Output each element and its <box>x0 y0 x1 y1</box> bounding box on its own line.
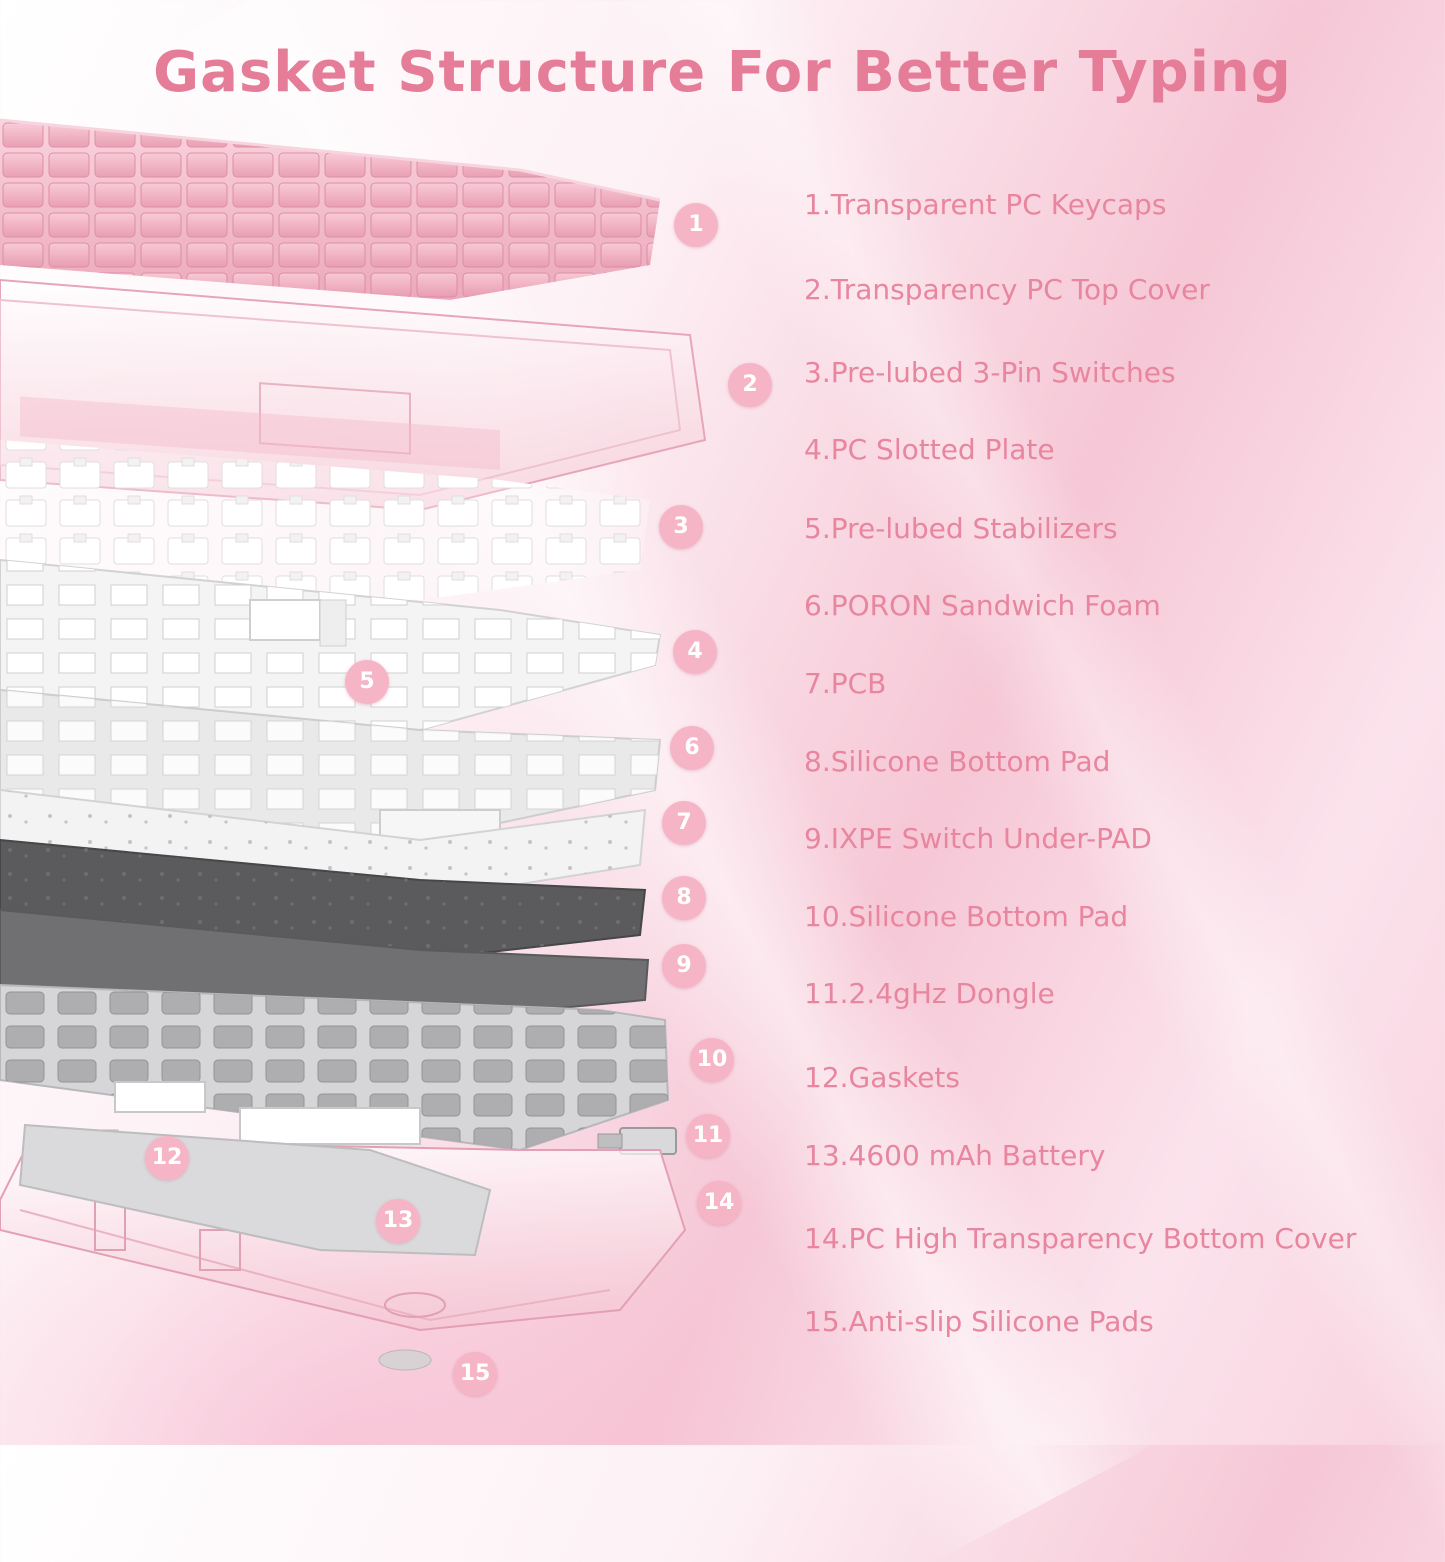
battery-layer <box>18 1123 492 1257</box>
label-ixpe-pad: 9.IXPE Switch Under-PAD <box>804 822 1152 855</box>
marker-7: 7 <box>662 801 706 845</box>
top-cover-layer <box>0 278 707 512</box>
switches-layer <box>0 440 650 600</box>
keycaps-layer <box>0 118 661 300</box>
anti-slip-pad <box>378 1349 432 1371</box>
bottom-tray-layer <box>0 983 670 1152</box>
label-gaskets: 12.Gaskets <box>804 1061 960 1094</box>
marker-1: 1 <box>674 203 718 247</box>
label-bottom-pad: 10.Silicone Bottom Pad <box>804 900 1129 933</box>
marker-9: 9 <box>662 944 706 988</box>
label-pcb: 7.PCB <box>804 667 887 700</box>
label-top-cover: 2.Transparency PC Top Cover <box>804 273 1210 306</box>
marker-6: 6 <box>670 726 714 770</box>
page-title: Gasket Structure For Better Typing <box>153 40 1292 105</box>
plate-layer <box>0 558 662 732</box>
label-keycaps: 1.Transparent PC Keycaps <box>804 188 1167 221</box>
label-battery: 13.4600 mAh Battery <box>804 1139 1106 1172</box>
marker-4: 4 <box>673 630 717 674</box>
dongle-layer <box>597 1127 677 1155</box>
label-dongle: 11.2.4gHz Dongle <box>804 977 1055 1010</box>
label-plate: 4.PC Slotted Plate <box>804 433 1055 466</box>
label-switches: 3.Pre-lubed 3-Pin Switches <box>804 356 1176 389</box>
marker-15: 15 <box>453 1352 497 1396</box>
marker-8: 8 <box>662 876 706 920</box>
marker-12: 12 <box>145 1136 189 1180</box>
marker-11: 11 <box>686 1114 730 1158</box>
marker-2: 2 <box>728 363 772 407</box>
label-stabilizers: 5.Pre-lubed Stabilizers <box>804 512 1118 545</box>
marker-14: 14 <box>697 1181 741 1225</box>
marker-13: 13 <box>376 1199 420 1243</box>
label-silicone-pad: 8.Silicone Bottom Pad <box>804 745 1111 778</box>
label-bottom-cover: 14.PC High Transparency Bottom Cover <box>804 1222 1357 1255</box>
pcb-layer <box>0 788 647 902</box>
label-foam: 6.PORON Sandwich Foam <box>804 589 1161 622</box>
label-anti-slip-pads: 15.Anti-slip Silicone Pads <box>804 1305 1154 1338</box>
marker-10: 10 <box>690 1038 734 1082</box>
exploded-keyboard-illustration <box>0 118 707 1371</box>
marker-3: 3 <box>659 505 703 549</box>
marker-5: 5 <box>345 660 389 704</box>
